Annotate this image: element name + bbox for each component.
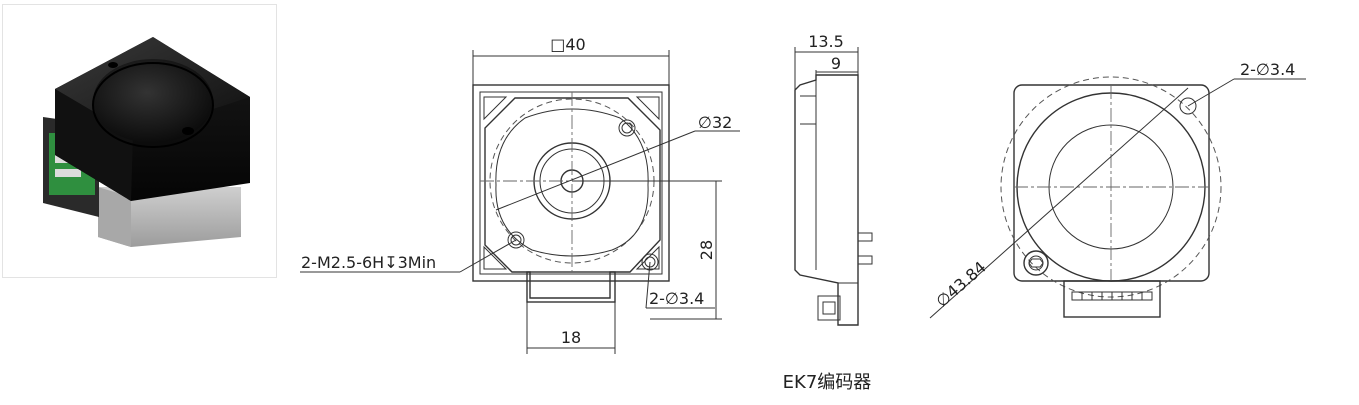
front-inner-plate [479, 91, 663, 275]
front-hole-br [641, 253, 659, 271]
back-diameter-label: ∅43.84 [932, 257, 990, 311]
front-view: □40 ∅32 28 2-M2.5-6H↧3Min 2-∅3.4 18 [300, 35, 740, 354]
corner-notch-bl [483, 245, 508, 270]
side-view: 13.5 9 [794, 32, 873, 326]
side-body-depth-label: 9 [831, 54, 841, 73]
front-inner-housing [495, 108, 649, 257]
back-dashed-circle [1000, 76, 1222, 298]
front-outer-square [472, 84, 670, 282]
caption: EK7编码器 [783, 372, 872, 393]
product-photo [2, 4, 277, 278]
front-body-outline [484, 97, 661, 299]
front-hole-tr [618, 119, 636, 137]
side-body-outline [794, 74, 859, 326]
front-bolt-circle-label: ∅32 [698, 113, 732, 132]
front-lower-tab [526, 271, 616, 303]
corner-notch-tl [483, 96, 508, 121]
side-total-depth-label: 13.5 [808, 32, 844, 51]
corner-notch-tr [635, 96, 660, 121]
front-hole-label: 2-∅3.4 [649, 289, 704, 308]
back-connector [1063, 280, 1161, 318]
front-width-label: □40 [550, 35, 585, 54]
front-hole-bl [507, 231, 525, 249]
front-tab-label: 18 [561, 328, 581, 347]
front-height-label: 28 [697, 240, 716, 260]
corner-notch-br [635, 245, 660, 270]
back-hole-label: 2-∅3.4 [1240, 60, 1295, 79]
side-connector [817, 295, 841, 321]
back-screw-bl [1023, 250, 1049, 276]
front-thread-label: 2-M2.5-6H↧3Min [301, 253, 436, 272]
back-view: 2-∅3.4 ∅43.84 [929, 60, 1306, 319]
back-hole-tr [1179, 97, 1197, 115]
encoder-photo-illustration [43, 37, 250, 247]
